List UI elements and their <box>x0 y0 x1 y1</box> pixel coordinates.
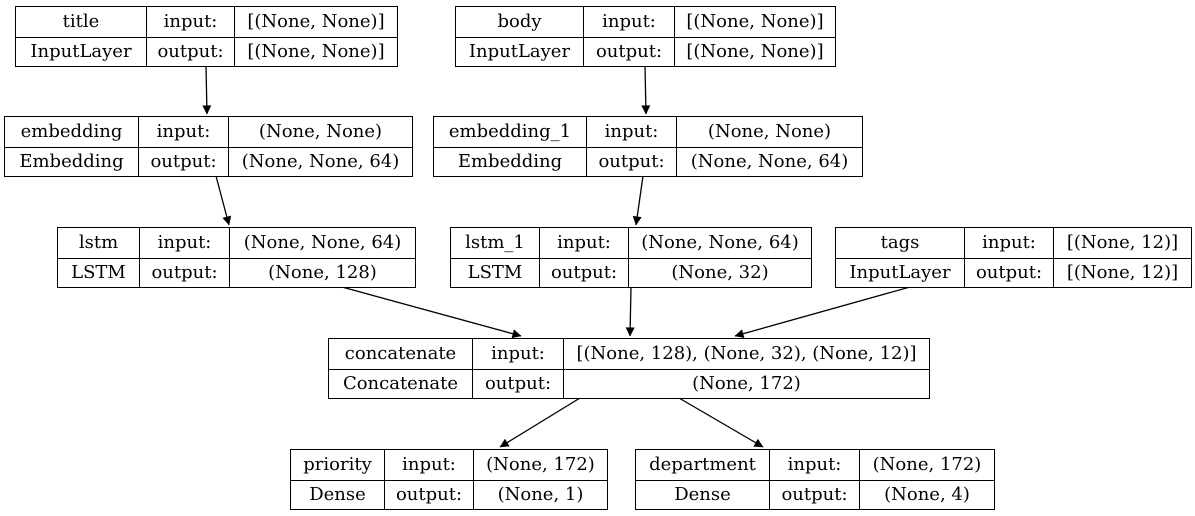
input-shape: (None, None, 64) <box>229 228 415 258</box>
layer-name: body <box>497 10 542 32</box>
layer-name: embedding <box>20 120 123 142</box>
output-shape: (None, None, 64) <box>228 146 412 176</box>
edge-concatenate-to-department <box>678 397 764 448</box>
layer-name: embedding_1 <box>448 120 572 142</box>
output-shape: [(None, None)] <box>674 36 835 66</box>
input-label: input: <box>539 228 628 258</box>
input-label: input: <box>146 7 234 37</box>
layer-class: InputLayer <box>836 257 964 288</box>
input-shape: (None, None, 64) <box>628 228 811 258</box>
layer-class: LSTM <box>451 257 539 288</box>
output-label: output: <box>138 146 228 176</box>
layer-node-body: body input: [(None, None)] InputLayer ou… <box>455 6 836 67</box>
input-shape: (None, 172) <box>473 450 607 480</box>
layer-node-embedding_1: embedding_1 input: (None, None) Embeddin… <box>433 116 863 177</box>
output-label: output: <box>472 368 563 398</box>
layer-node-title: title input: [(None, None)] InputLayer o… <box>15 6 398 67</box>
input-shape: [(None, 12)] <box>1053 228 1191 258</box>
input-label: input: <box>586 117 676 147</box>
layer-class: Dense <box>291 479 384 510</box>
input-label: input: <box>964 228 1053 258</box>
edge-body-to-embedding_1 <box>641 65 651 115</box>
layer-name: tags <box>880 231 920 253</box>
layer-node-concatenate: concatenate input: [(None, 128), (None, … <box>328 338 930 399</box>
layer-node-lstm: lstm input: (None, None, 64) LSTM output… <box>57 227 416 288</box>
output-label: output: <box>539 257 628 287</box>
edge-lstm_1-to-concatenate <box>625 286 635 337</box>
output-shape: (None, 172) <box>563 368 929 398</box>
input-shape: (None, None) <box>676 117 862 147</box>
output-shape: (None, 4) <box>859 479 994 509</box>
output-label: output: <box>586 146 676 176</box>
output-shape: [(None, None)] <box>234 36 397 66</box>
output-shape: [(None, 12)] <box>1053 257 1191 287</box>
input-label: input: <box>769 450 859 480</box>
edge-tags-to-concatenate <box>734 286 911 339</box>
input-shape: [(None, None)] <box>674 7 835 37</box>
edge-lstm-to-concatenate <box>341 286 522 339</box>
edge-embedding-to-lstm <box>215 175 232 226</box>
output-shape: (None, None, 64) <box>676 146 862 176</box>
output-label: output: <box>583 36 674 66</box>
layer-name: lstm <box>78 231 119 253</box>
layer-name: priority <box>303 453 372 475</box>
layer-class: Embedding <box>5 146 138 177</box>
input-shape: [(None, 128), (None, 32), (None, 12)] <box>563 339 929 369</box>
input-label: input: <box>384 450 473 480</box>
input-label: input: <box>472 339 563 369</box>
layer-node-lstm_1: lstm_1 input: (None, None, 64) LSTM outp… <box>450 227 812 288</box>
layer-class: InputLayer <box>16 36 146 67</box>
input-label: input: <box>138 117 228 147</box>
output-shape: (None, 128) <box>229 257 415 287</box>
layer-node-embedding: embedding input: (None, None) Embedding … <box>4 116 413 177</box>
output-label: output: <box>964 257 1053 287</box>
layer-class: InputLayer <box>456 36 583 67</box>
layer-class: Dense <box>636 479 769 510</box>
input-shape: (None, None) <box>228 117 412 147</box>
layer-class: LSTM <box>58 257 139 288</box>
layer-name: concatenate <box>344 342 457 364</box>
edge-concatenate-to-priority <box>499 397 581 448</box>
output-label: output: <box>384 479 473 509</box>
layer-class: Concatenate <box>329 368 472 399</box>
output-shape: (None, 32) <box>628 257 811 287</box>
output-shape: (None, 1) <box>473 479 607 509</box>
layer-node-priority: priority input: (None, 172) Dense output… <box>290 449 608 510</box>
edge-embedding_1-to-lstm_1 <box>632 175 644 226</box>
edge-title-to-embedding <box>202 65 212 115</box>
input-label: input: <box>583 7 674 37</box>
output-label: output: <box>769 479 859 509</box>
input-label: input: <box>139 228 229 258</box>
layer-class: Embedding <box>434 146 586 177</box>
layer-node-tags: tags input: [(None, 12)] InputLayer outp… <box>835 227 1192 288</box>
layer-node-department: department input: (None, 172) Dense outp… <box>635 449 995 510</box>
output-label: output: <box>139 257 229 287</box>
input-shape: [(None, None)] <box>234 7 397 37</box>
layer-name: title <box>62 10 100 32</box>
layer-name: lstm_1 <box>465 231 525 253</box>
output-label: output: <box>146 36 234 66</box>
input-shape: (None, 172) <box>859 450 994 480</box>
layer-name: department <box>649 453 756 475</box>
